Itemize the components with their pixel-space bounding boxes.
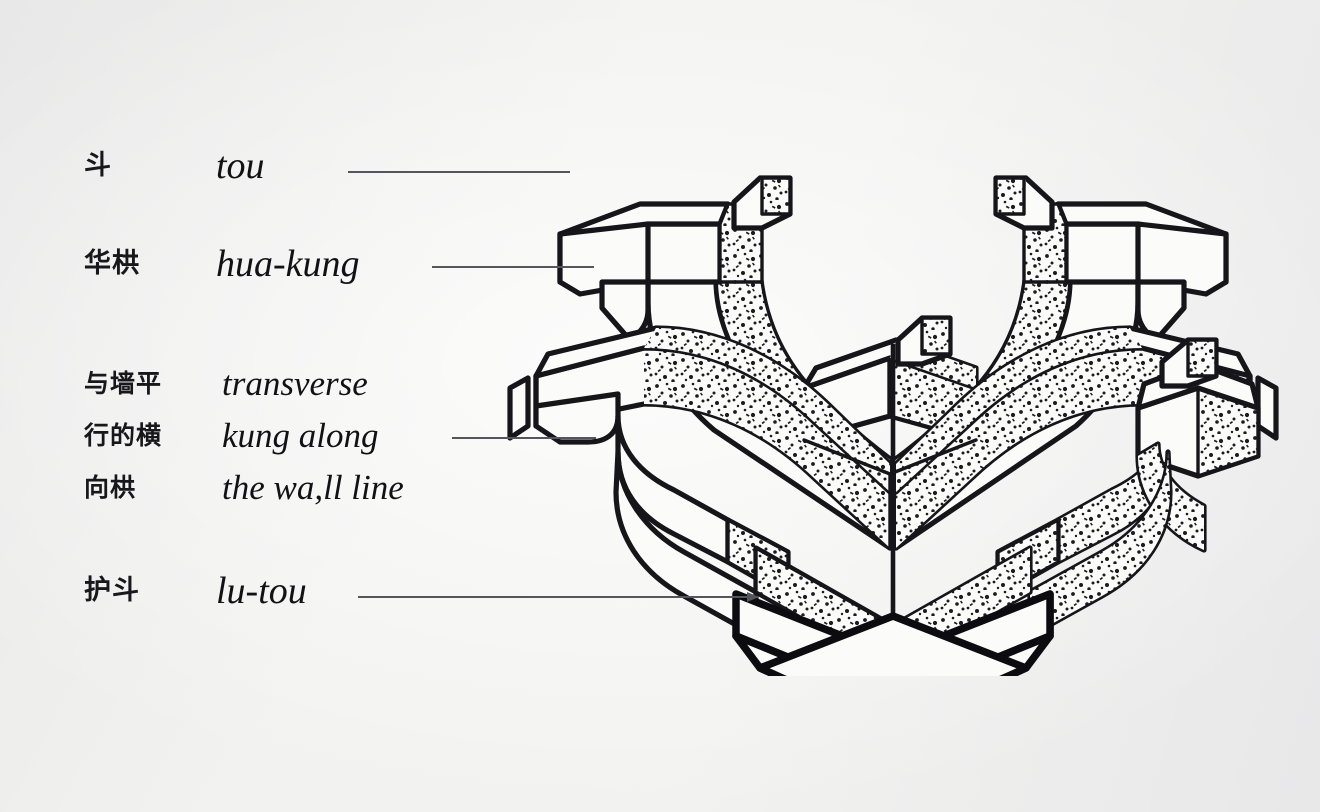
legend-chinese-transverse-kung: 与墙平 行的横 向栱: [84, 358, 222, 514]
leader-line-hua-kung: [432, 266, 594, 268]
legend-romanization-line-1: transverse: [222, 364, 368, 403]
dougong-bracket-drawing: [498, 96, 1288, 676]
legend-romanization-hua-kung: hua-kung: [216, 243, 360, 285]
legend-item-hua-kung: 华栱 hua-kung: [84, 240, 360, 288]
legend-chinese-line-3: 向栱: [84, 473, 137, 502]
legend-romanization-transverse-kung: transverse kung along the wa,ll line: [222, 358, 404, 514]
leader-line-lu-tou-arrow: [358, 592, 759, 602]
legend-chinese-tou: 斗: [84, 150, 112, 181]
tou-block-flank-right: [1135, 337, 1279, 553]
legend-chinese-hua-kung: 华栱: [84, 248, 140, 279]
tou-block-flank-left: [507, 375, 531, 441]
legend-romanization-line-2: kung along: [222, 416, 379, 455]
legend-romanization-lu-tou: lu-tou: [216, 570, 307, 612]
leader-line-transverse-kung: [452, 437, 596, 439]
legend-item-tou: 斗 tou: [84, 146, 265, 186]
legend-chinese-line-2: 行的横: [84, 421, 163, 450]
legend-romanization-tou: tou: [216, 145, 265, 187]
leader-line-tou: [348, 171, 570, 173]
legend-chinese-line-1: 与墙平: [84, 369, 163, 398]
lu-tou-base-block: [732, 590, 1054, 676]
legend-item-lu-tou: 护斗 lu-tou: [84, 570, 307, 612]
legend-romanization-line-3: the wa,ll line: [222, 468, 404, 507]
legend-chinese-lu-tou: 护斗: [84, 575, 140, 606]
legend-item-transverse-kung: 与墙平 行的横 向栱 transverse kung along the wa,…: [84, 358, 404, 514]
